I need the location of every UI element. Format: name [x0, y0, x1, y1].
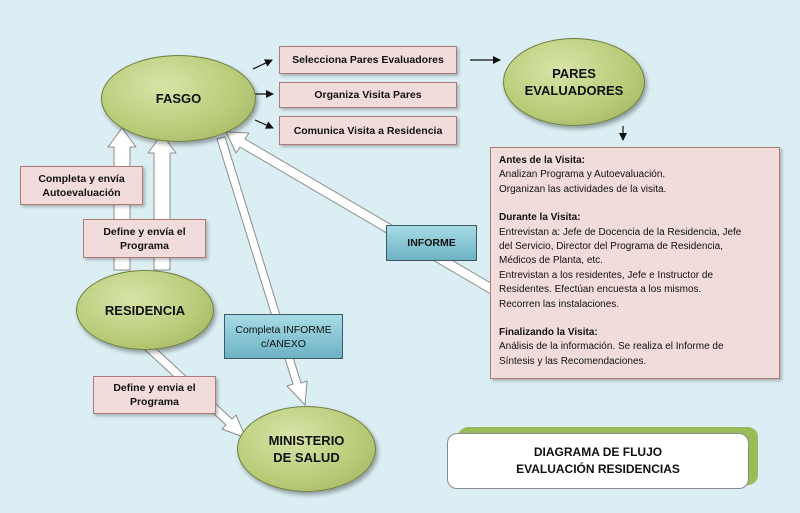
residencia-node: RESIDENCIA — [76, 270, 214, 350]
antes-heading: Antes de la Visita: — [499, 155, 585, 166]
durante-line: del Servicio, Director del Programa de R… — [499, 241, 723, 253]
durante-line: Recorren las instalaciones. — [499, 298, 620, 310]
arrow-to-selecciona — [252, 59, 273, 70]
durante-heading: Durante la Visita: — [499, 212, 581, 224]
finalizando-line: Síntesis y las Recomendaciones. — [499, 355, 647, 367]
durante-line: Entrevistan a los residentes, Jefe e Ins… — [499, 269, 713, 281]
diagram-title-line2: EVALUACIÓN RESIDENCIAS — [516, 462, 680, 476]
durante-line: Entrevistan a: Jefe de Docencia de la Re… — [499, 226, 742, 238]
pares-evaluadores-node: PARES EVALUADORES — [503, 38, 645, 126]
antes-line: Analizan Programa y Autoevaluación. — [499, 169, 666, 181]
diagram-title-box: DIAGRAMA DE FLUJO EVALUACIÓN RESIDENCIAS — [447, 433, 749, 489]
finalizando-heading: Finalizando la Visita: — [499, 327, 598, 339]
durante-line: Residentes. Efectúan encuesta a los mism… — [499, 284, 702, 296]
completa-informe-label: Completa INFORME c/ANEXO — [224, 314, 343, 359]
define-programa-ministerio-box: Define y envia el Programa — [93, 376, 216, 414]
diagram-title-line1: DIAGRAMA DE FLUJO — [533, 445, 663, 459]
arrow-to-comunica — [254, 119, 274, 129]
completa-autoevaluacion-box: Completa y envía Autoevaluación — [20, 166, 143, 205]
durante-line: Médicos de Planta, etc. — [499, 255, 603, 267]
comunica-visita-box: Comunica Visita a Residencia — [279, 116, 457, 145]
define-programa-fasgo-box: Define y envía el Programa — [83, 219, 206, 258]
selecciona-pares-box: Selecciona Pares Evaluadores — [279, 46, 457, 74]
visit-details-panel: Antes de la Visita: Analizan Programa y … — [490, 147, 780, 379]
informe-label: INFORME — [386, 225, 477, 261]
ministerio-node: MINISTERIO DE SALUD — [237, 406, 376, 492]
finalizando-line: Análisis de la información. Se realiza e… — [499, 341, 724, 353]
antes-line: Organizan las actividades de la visita. — [499, 183, 667, 195]
organiza-visita-box: Organiza Visita Pares — [279, 82, 457, 108]
fasgo-node: FASGO — [101, 55, 256, 142]
